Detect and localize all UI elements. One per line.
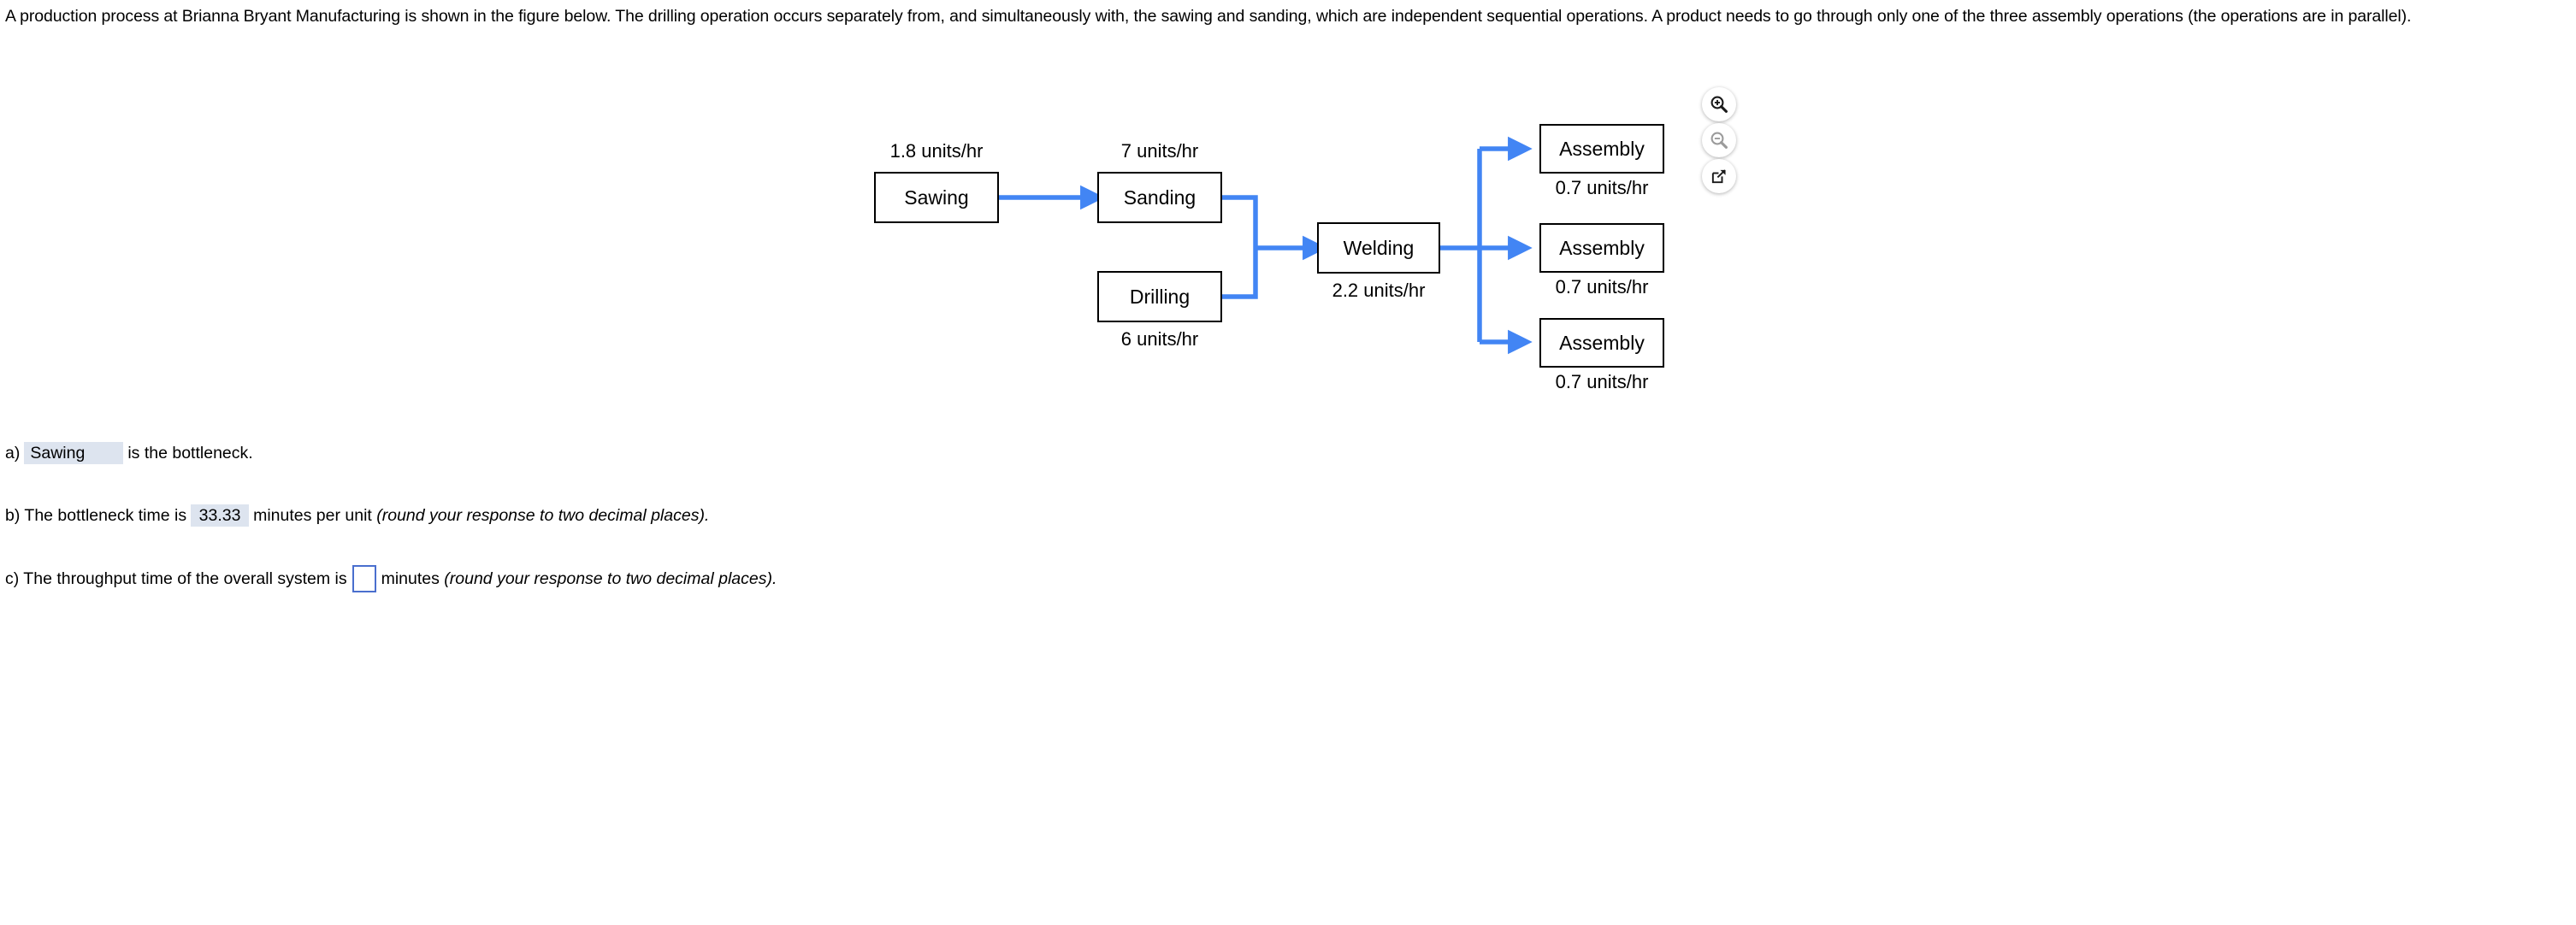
answer-b-suffix: minutes per unit [253, 506, 372, 525]
zoom-out-button[interactable] [1702, 123, 1736, 157]
node-assembly-3: Assembly [1539, 318, 1664, 368]
connector-drilling-to-merge [1221, 248, 1258, 299]
node-assembly-1: Assembly [1539, 124, 1664, 174]
answer-b-field[interactable]: 33.33 [191, 504, 250, 527]
rate-label-assembly-1: 0.7 units/hr [1555, 177, 1649, 198]
answer-a-suffix: is the bottleneck. [127, 444, 253, 462]
answer-line-b: b) The bottleneck time is 33.33 minutes … [5, 504, 709, 527]
node-sanding: Sanding [1097, 172, 1222, 223]
node-sawing-label: Sawing [904, 186, 969, 209]
answer-c-input[interactable] [352, 565, 376, 592]
zoom-in-button[interactable] [1702, 87, 1736, 121]
process-flow-diagram: 1.8 units/hr Sawing 7 units/hr Sanding D… [0, 0, 2576, 402]
zoom-in-icon [1710, 96, 1728, 113]
node-assembly-1-label: Assembly [1559, 137, 1645, 160]
node-assembly-3-label: Assembly [1559, 331, 1645, 354]
problem-statement: A production process at Brianna Bryant M… [5, 7, 2412, 26]
answer-c-suffix: minutes [381, 569, 440, 588]
rate-label-sanding: 7 units/hr [1120, 140, 1199, 162]
answer-line-c: c) The throughput time of the overall sy… [5, 565, 777, 592]
node-welding: Welding [1317, 222, 1440, 274]
open-in-new-button[interactable] [1702, 159, 1736, 193]
answer-c-prefix: c) The throughput time of the overall sy… [5, 569, 347, 588]
node-drilling-label: Drilling [1129, 285, 1191, 308]
node-assembly-2: Assembly [1539, 223, 1664, 273]
answer-a-prefix: a) [5, 444, 21, 462]
flow-connectors [999, 136, 1533, 355]
node-sawing: Sawing [874, 172, 999, 223]
answer-a-field[interactable]: Sawing [24, 442, 124, 464]
answer-c-note: (round your response to two decimal plac… [444, 569, 777, 588]
rate-label-welding: 2.2 units/hr [1332, 280, 1426, 301]
node-drilling: Drilling [1097, 271, 1222, 322]
rate-label-assembly-3: 0.7 units/hr [1555, 371, 1649, 392]
rate-label-sawing: 1.8 units/hr [889, 140, 984, 162]
rate-label-assembly-2: 0.7 units/hr [1555, 276, 1649, 298]
answer-b-note: (round your response to two decimal plac… [376, 506, 710, 525]
node-sanding-label: Sanding [1123, 186, 1196, 209]
answer-line-a: a) Sawing is the bottleneck. [5, 442, 253, 464]
zoom-out-icon [1710, 132, 1728, 149]
rate-label-drilling: 6 units/hr [1120, 328, 1199, 350]
answer-b-prefix: b) The bottleneck time is [5, 506, 187, 525]
connector-sanding-to-merge [1221, 195, 1258, 248]
open-in-new-icon [1711, 169, 1726, 184]
node-welding-label: Welding [1343, 236, 1415, 259]
node-assembly-2-label: Assembly [1559, 236, 1645, 259]
